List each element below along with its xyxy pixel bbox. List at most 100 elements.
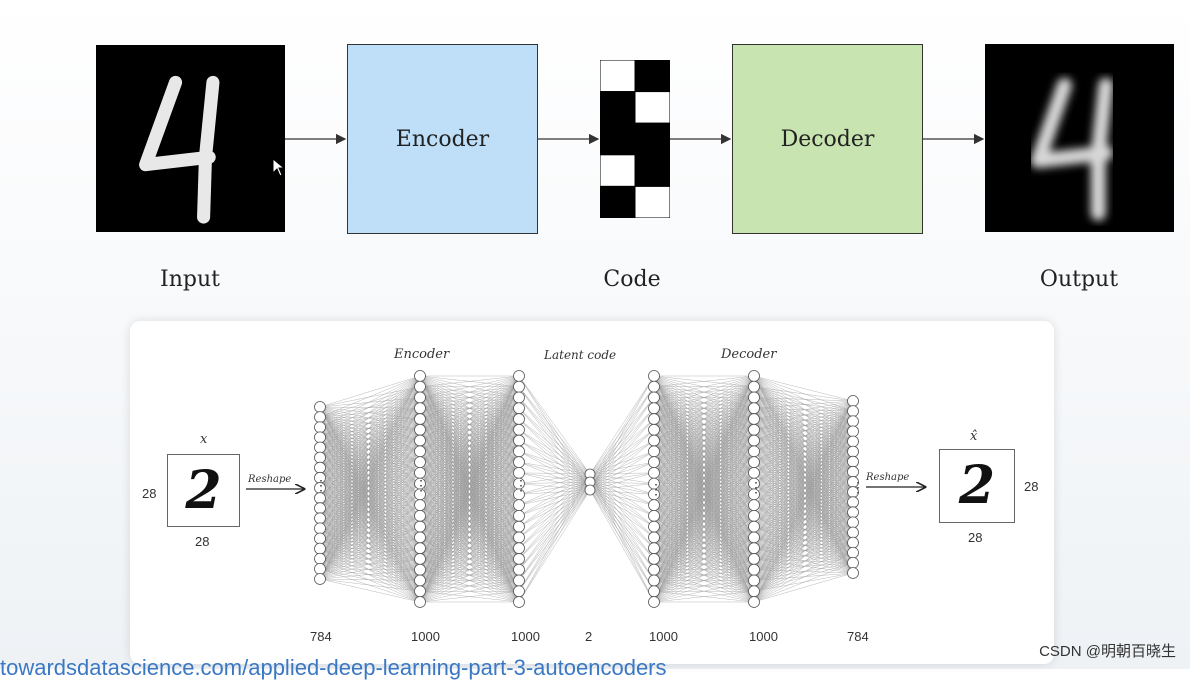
layer-size-label: 1000 xyxy=(511,629,540,644)
connection-line xyxy=(590,430,654,490)
layer-dots: ⋮ xyxy=(649,481,663,498)
neuron-node xyxy=(848,507,859,518)
code-cell xyxy=(600,186,635,218)
connection-line xyxy=(590,408,654,474)
input-label: Input xyxy=(110,267,270,292)
connection-line xyxy=(590,387,654,490)
neuron-node xyxy=(749,532,760,543)
connection-line xyxy=(590,474,654,580)
neuron-node xyxy=(514,371,525,382)
encoder-label: Encoder xyxy=(396,127,489,152)
neuron-node xyxy=(415,597,426,608)
input-width: 28 xyxy=(195,534,209,549)
neuron-node xyxy=(514,543,525,554)
neuron-node xyxy=(315,412,326,423)
neuron-node xyxy=(514,521,525,532)
layer-size-label: 784 xyxy=(847,629,869,644)
neuron-node xyxy=(749,414,760,425)
output-height: 28 xyxy=(1024,479,1038,494)
neuron-node xyxy=(649,532,660,543)
digit-four-icon xyxy=(985,44,1174,232)
connection-line xyxy=(590,482,654,527)
code-cell xyxy=(635,92,670,124)
neuron-node xyxy=(749,467,760,478)
connection-line xyxy=(320,569,420,581)
connection-line xyxy=(519,490,590,591)
neuron-node xyxy=(415,586,426,597)
latent-code-label: Latent code xyxy=(544,348,616,362)
neuron-node xyxy=(649,392,660,403)
neuron-node xyxy=(848,456,859,467)
neuron-node xyxy=(415,564,426,575)
neuron-node xyxy=(514,403,525,414)
neuron-node xyxy=(749,564,760,575)
input-image: 2 xyxy=(167,454,240,527)
neuron-node xyxy=(415,500,426,511)
input-symbol: x xyxy=(200,432,207,447)
code-cell xyxy=(635,60,670,92)
connection-line xyxy=(590,490,654,570)
neuron-node xyxy=(415,510,426,521)
neuron-node xyxy=(649,414,660,425)
neuron-node xyxy=(848,466,859,477)
csdn-watermark: CSDN @明朝百晓生 xyxy=(1039,640,1176,661)
connection-line xyxy=(590,419,654,474)
neuron-node xyxy=(848,396,859,407)
connection-line xyxy=(320,569,420,602)
encoder-block: Encoder xyxy=(347,44,538,234)
connection-line xyxy=(519,387,590,474)
neuron-node xyxy=(514,500,525,511)
code-cell xyxy=(635,186,670,218)
neuron-node xyxy=(848,557,859,568)
neuron-node xyxy=(749,510,760,521)
neuron-node xyxy=(649,446,660,457)
connection-line xyxy=(519,419,590,474)
reshape-label-left: Reshape xyxy=(248,474,291,485)
connection-line xyxy=(519,430,590,490)
neuron-node xyxy=(315,523,326,534)
neuron-node xyxy=(848,547,859,558)
neuron-node xyxy=(315,432,326,443)
net-encoder-label: Encoder xyxy=(394,347,449,362)
neuron-node xyxy=(315,543,326,554)
network-graph xyxy=(130,321,1054,664)
neuron-node xyxy=(749,435,760,446)
layer-dots: ⋮ xyxy=(749,479,763,496)
neuron-node xyxy=(415,371,426,382)
connection-line xyxy=(590,474,654,548)
neuron-node xyxy=(848,497,859,508)
connection-line xyxy=(519,482,590,591)
connection-line xyxy=(590,376,654,474)
connection-line xyxy=(519,408,590,482)
neuron-node xyxy=(415,553,426,564)
layer-size-label: 1000 xyxy=(649,629,678,644)
connection-line xyxy=(590,387,654,482)
neuron-node xyxy=(415,543,426,554)
neuron-node xyxy=(749,403,760,414)
neuron-node xyxy=(848,537,859,548)
connection-line xyxy=(590,482,654,602)
output-width: 28 xyxy=(968,530,982,545)
connection-line xyxy=(590,441,654,482)
input-digit: 2 xyxy=(185,465,221,517)
layer-size-label: 1000 xyxy=(749,629,778,644)
neuron-node xyxy=(848,426,859,437)
connection-line xyxy=(754,376,853,401)
neuron-node xyxy=(514,564,525,575)
connection-line xyxy=(519,490,590,570)
neuron-node xyxy=(514,435,525,446)
neuron-node xyxy=(514,575,525,586)
neuron-node xyxy=(749,597,760,608)
connection-line xyxy=(519,398,590,482)
layer-dots: ⋮ xyxy=(851,479,865,496)
connection-line xyxy=(590,474,654,602)
output-symbol: x̂ xyxy=(970,429,977,444)
neuron-node xyxy=(585,485,595,495)
neuron-node xyxy=(649,597,660,608)
layer-size-label: 784 xyxy=(310,629,332,644)
neuron-node xyxy=(749,575,760,586)
neuron-node xyxy=(315,493,326,504)
neuron-node xyxy=(514,510,525,521)
neuron-node xyxy=(649,564,660,575)
neuron-node xyxy=(749,543,760,554)
